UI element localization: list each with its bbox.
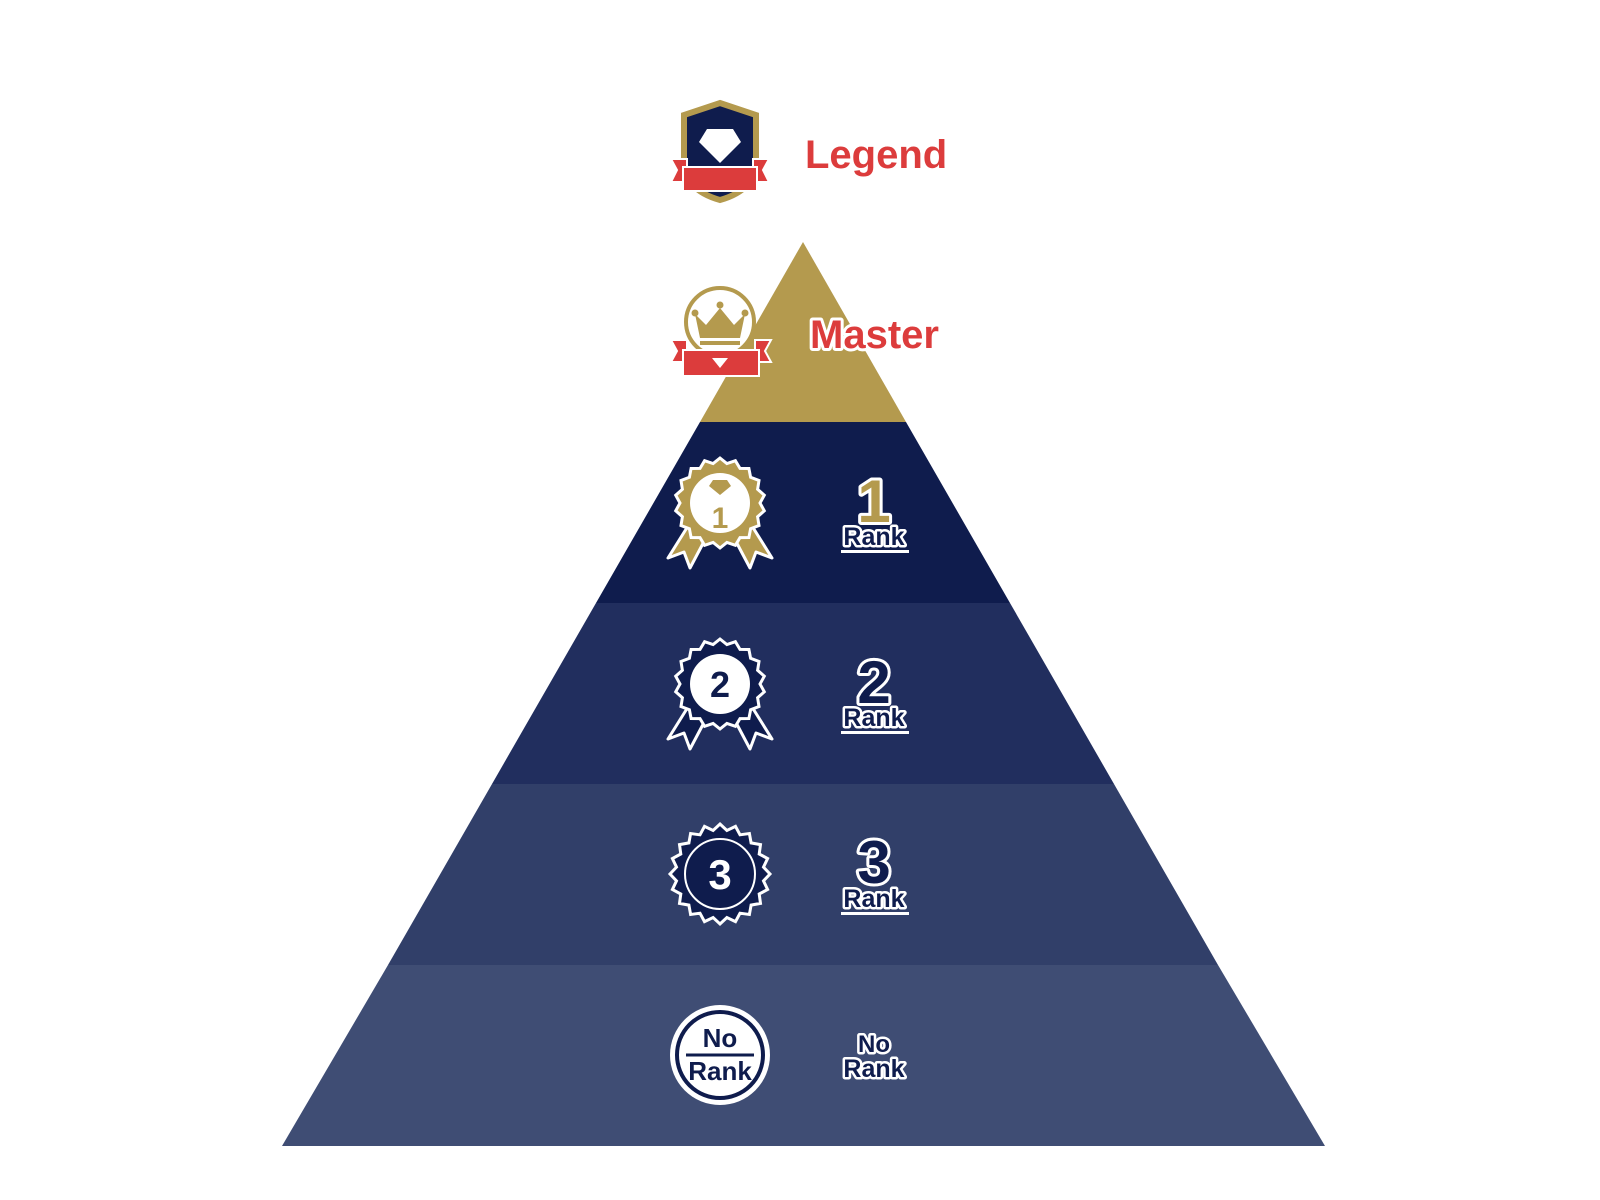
no-rank-circle-icon: No Rank: [670, 1005, 770, 1105]
pyramid-tier-rank-1: [596, 422, 1010, 603]
rosette-2-number: 2: [710, 664, 730, 705]
rank-2-number: 2: [857, 649, 890, 716]
no-rank-icon-top: No: [703, 1023, 738, 1053]
seal-3-number: 3: [708, 851, 731, 898]
pyramid-tier-no-rank: [282, 965, 1325, 1146]
rank-2-underline: [841, 731, 909, 734]
rank-3-underline: [841, 912, 909, 915]
rosette-2-icon: 2: [666, 637, 774, 751]
diamond-shield-icon: [669, 99, 771, 204]
pyramid-tier-rank-3: [388, 784, 1218, 965]
no-rank-word-top: No: [858, 1031, 890, 1058]
rank-1-underline: [841, 550, 909, 553]
rosette-1-icon: 1: [666, 456, 774, 570]
rank-2-word: Rank: [843, 704, 904, 732]
tier-label-legend: Legend: [805, 133, 947, 177]
rank-3-number: 3: [857, 829, 890, 896]
rank-3-word: Rank: [843, 885, 904, 913]
no-rank-icon-bottom: Rank: [688, 1056, 752, 1086]
rank-1-word: Rank: [843, 523, 904, 551]
crown-badge-icon: [669, 286, 773, 377]
rank-1-number: 1: [857, 468, 890, 535]
rosette-1-number: 1: [712, 502, 729, 535]
seal-3-icon: 3: [667, 821, 773, 927]
no-rank-word-bottom: Rank: [843, 1055, 904, 1083]
tier-label-master: Master: [810, 313, 939, 357]
pyramid-tier-rank-2: [492, 603, 1114, 784]
